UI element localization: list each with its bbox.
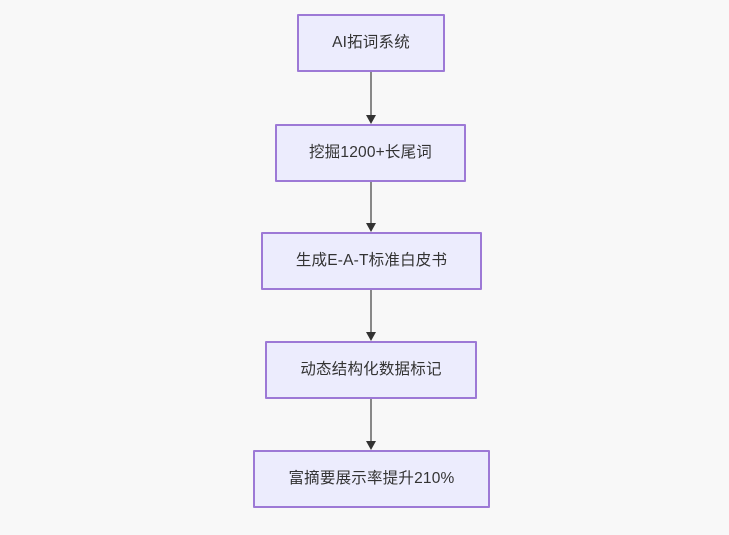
flow-node-4[interactable]: 动态结构化数据标记 <box>265 341 477 399</box>
flow-node-label: AI拓词系统 <box>332 33 410 51</box>
arrow-head-icon <box>366 115 376 124</box>
arrow-head-icon <box>366 223 376 232</box>
flow-node-label: 生成E-A-T标准白皮书 <box>295 251 448 269</box>
edge-line <box>370 399 372 441</box>
flow-node-label: 富摘要展示率提升210% <box>288 469 455 487</box>
flow-node-1[interactable]: AI拓词系统 <box>297 14 445 72</box>
flow-node-3[interactable]: 生成E-A-T标准白皮书 <box>261 232 482 290</box>
flow-node-label: 挖掘1200+长尾词 <box>308 143 433 161</box>
arrow-head-icon <box>366 332 376 341</box>
edge-line <box>370 290 372 332</box>
edge-line <box>370 182 372 223</box>
edge-line <box>370 72 372 115</box>
flow-node-label: 动态结构化数据标记 <box>300 360 442 378</box>
flow-node-5[interactable]: 富摘要展示率提升210% <box>253 450 490 508</box>
flow-node-2[interactable]: 挖掘1200+长尾词 <box>275 124 466 182</box>
arrow-head-icon <box>366 441 376 450</box>
